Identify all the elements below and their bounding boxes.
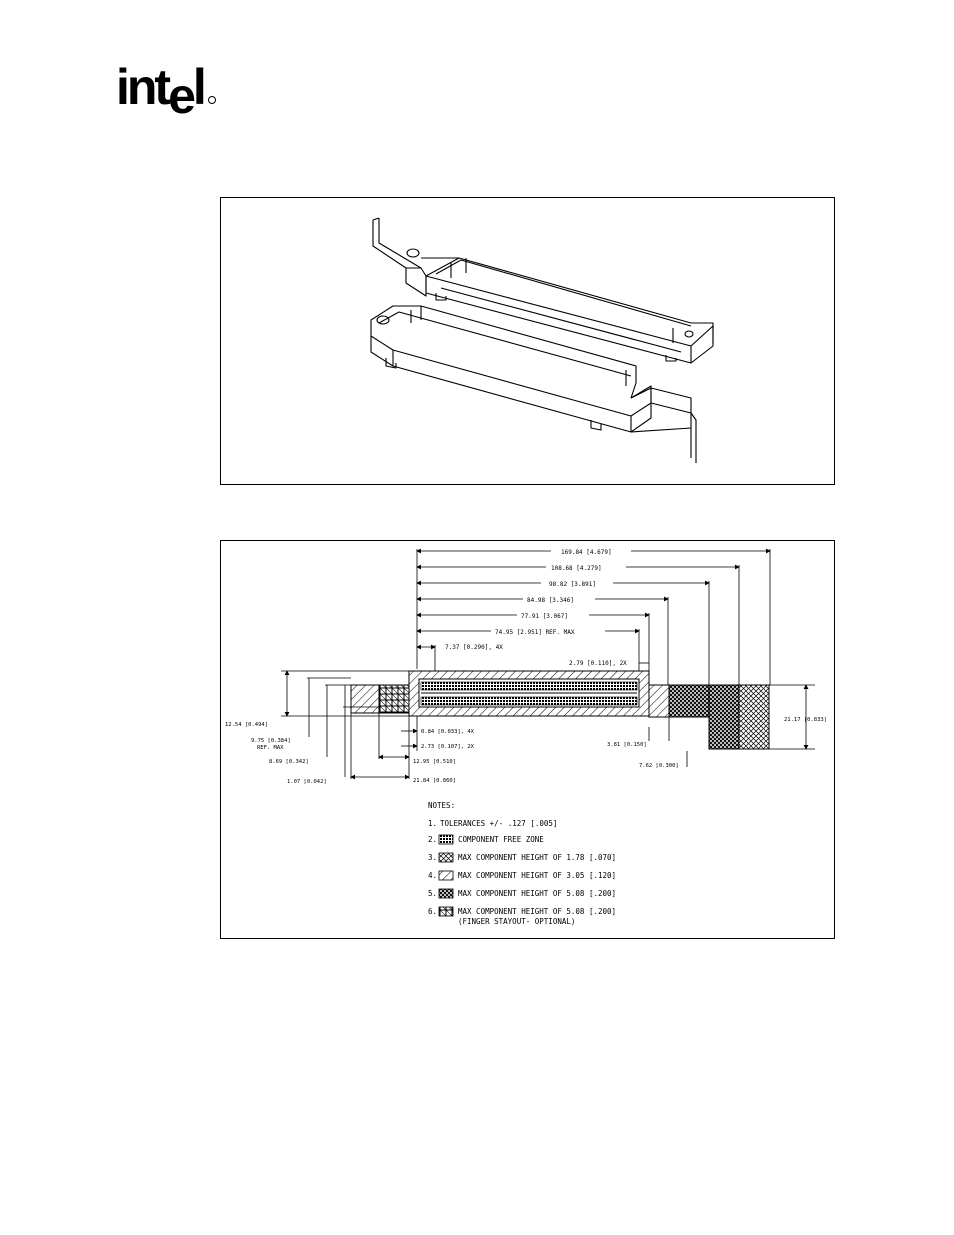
note-2-num: 2. (428, 835, 437, 844)
note-1-text: TOLERANCES +/- .127 [.005] (440, 819, 557, 828)
note-6-text: MAX COMPONENT HEIGHT OF 5.08 [.200] (458, 907, 616, 916)
dim-9-75: 9.75 [0.384] (251, 738, 291, 744)
note-3-text: MAX COMPONENT HEIGHT OF 1.78 [.070] (458, 853, 616, 862)
logo-wordmark: intel (116, 59, 207, 124)
dim-21-17: 21.17 [0.833] (784, 717, 827, 723)
dim-108: 108.68 [4.279] (551, 565, 602, 572)
dim-21-84: 21.84 [0.860] (413, 778, 456, 784)
legend-swatch-3-05 (438, 870, 454, 881)
dim-3-81: 3.81 [0.150] (607, 742, 647, 748)
dim-74-ref-max: 74.95 [2.951] REF. MAX (495, 629, 575, 636)
dim-77: 77.91 [3.067] (521, 613, 568, 620)
note-4-text: MAX COMPONENT HEIGHT OF 3.05 [.120] (458, 871, 616, 880)
dim-12-54: 12.54 [0.494] (225, 722, 268, 728)
note-1-num: 1. (428, 819, 437, 828)
note-6-text2: (FINGER STAYOUT- OPTIONAL) (458, 917, 575, 926)
legend-swatch-5-08 (438, 888, 454, 899)
note-5-text: MAX COMPONENT HEIGHT OF 5.08 [.200] (458, 889, 616, 898)
legend-swatch-finger-stayout (438, 906, 454, 917)
dim-84: 84.98 [3.346] (527, 597, 574, 604)
registered-mark-icon (208, 96, 216, 104)
dim-8-69: 8.69 [0.342] (269, 759, 309, 765)
dim-7-62: 7.62 [0.300] (639, 763, 679, 769)
dim-2-79: 2.79 [0.110], 2X (569, 660, 627, 667)
dim-98: 98.82 [3.891] (549, 581, 596, 588)
note-3-num: 3. (428, 853, 437, 862)
dim-1-07: 1.07 [0.042] (287, 779, 327, 785)
dim-9-75-ref: REF. MAX (257, 745, 284, 751)
dim-2-73: 2.73 [0.107], 2X (421, 744, 475, 750)
legend-swatch-1-78 (438, 852, 454, 863)
retention-mechanism-drawing (370, 217, 714, 463)
legend-swatch-free-zone (438, 834, 454, 845)
retention-mechanism-figure (220, 197, 835, 485)
note-4-num: 4. (428, 871, 437, 880)
dim-7-37: 7.37 [0.290], 4X (445, 644, 503, 651)
dim-0-84: 0.84 [0.033], 4X (421, 729, 475, 735)
note-2-text: COMPONENT FREE ZONE (458, 835, 544, 844)
note-5-num: 5. (428, 889, 437, 898)
intel-logo: intel (116, 62, 226, 124)
keepout-dimension-drawing: 169.84 [4.679] 108.68 [4.279] 98.82 [3.8… (225, 546, 827, 926)
dim-12-95: 12.95 [0.510] (413, 759, 456, 765)
note-6-num: 6. (428, 907, 437, 916)
notes-title: NOTES: (428, 801, 455, 810)
keepout-dimension-figure: 169.84 [4.679] 108.68 [4.279] 98.82 [3.8… (220, 540, 835, 939)
dim-overall-length: 169.84 [4.679] (561, 549, 612, 556)
